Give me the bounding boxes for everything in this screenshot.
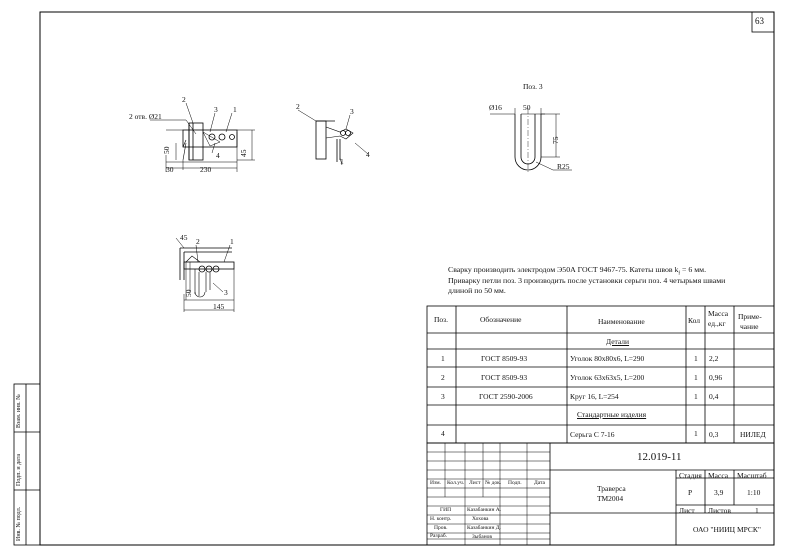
row4-qty: 1 [694, 429, 698, 438]
stamp-inv-orig: Инв. № подл. [16, 506, 22, 541]
row1-mass: 2,2 [709, 354, 719, 363]
note-line-1-subscript: f [678, 271, 681, 277]
row4-mass: 0,3 [709, 430, 719, 439]
mass-label: Масса [708, 471, 729, 480]
header-mass-2: ед.,кг [708, 319, 726, 328]
holes-label: 2 отв. Ø21 [129, 112, 162, 121]
sheets-label: Листов [708, 506, 731, 515]
rev-header-qty: Кол.уч. [447, 480, 465, 486]
view4-pos2: 2 [196, 237, 200, 246]
title-name-1: Траверса [597, 484, 626, 493]
view3-title: Поз. 3 [523, 82, 543, 91]
view1-pos4: 4 [216, 151, 220, 160]
row3-mass: 0,4 [709, 392, 719, 401]
sheets-value: 1 [755, 506, 759, 515]
view2-pos2: 2 [296, 102, 300, 111]
section-details: Детали [606, 337, 630, 346]
view3-dim-50: 50 [523, 103, 531, 112]
header-mass-1: Масса [708, 309, 729, 318]
view3-dim-75: 75 [551, 136, 560, 145]
scale-value: 1:10 [747, 488, 761, 497]
view1-pos3: 3 [214, 105, 218, 114]
scale-label: Масштаб [737, 471, 767, 480]
header-qty: Кол [688, 316, 701, 325]
note-line-2: Приварку петли поз. 3 производить после … [448, 276, 726, 285]
view2-pos1: 1 [340, 157, 344, 166]
header-note-2: чание [740, 322, 759, 331]
person-1: Казабанкин А. [467, 507, 502, 513]
rev-header-date: Дата [534, 480, 545, 486]
view1-dim-45: 45 [239, 149, 248, 158]
row1-pos: 1 [441, 354, 445, 363]
rev-header-sheet: Лист [469, 480, 481, 486]
person-3: Казабанкин Д. [467, 525, 501, 531]
stamp-inv-replace: Взам. инв. № [16, 394, 22, 428]
header-note-1: Приме- [738, 312, 762, 321]
row3-qty: 1 [694, 392, 698, 401]
view1-pos2: 2 [182, 95, 186, 104]
role-4: Разраб. [430, 533, 448, 539]
note-line-3: длиной по 50 мм. [448, 286, 506, 295]
row2-name: Уголок 63х63х5, L=200 [570, 373, 645, 382]
view1-pos1: 1 [233, 105, 237, 114]
row4-pos: 4 [441, 429, 445, 438]
view2-pos4: 4 [366, 150, 370, 159]
row4-name: Серьга С 7-16 [570, 430, 615, 439]
role-3: Пров. [434, 525, 448, 531]
mass-value: 3,9 [714, 488, 724, 497]
rev-header-change: Изм. [430, 480, 441, 486]
title-name-2: ТМ2004 [597, 494, 624, 503]
role-2: Н. контр. [430, 516, 452, 522]
view4-pos3: 3 [224, 288, 228, 297]
view2-pos3: 3 [350, 107, 354, 116]
row2-qty: 1 [694, 373, 698, 382]
view3-dia16: Ø16 [489, 103, 502, 112]
view1-dim-230: 230 [200, 165, 212, 174]
sheet-number: 63 [755, 16, 764, 26]
row2-mass: 0,96 [709, 373, 723, 382]
view4-pos1: 1 [230, 237, 234, 246]
row2-pos: 2 [441, 373, 445, 382]
view4-dim-45: 45 [180, 233, 188, 242]
person-2: Хохова [472, 516, 489, 522]
header-designation: Обозначение [480, 315, 522, 324]
sheet-label: Лист [679, 506, 695, 515]
person-4: Зыбанов [472, 534, 492, 540]
row1-qty: 1 [694, 354, 698, 363]
organization: ОАО "НИИЦ МРСК" [693, 525, 761, 534]
note-line-1-text: Сварку производить электродом Э50А ГОСТ … [448, 265, 679, 274]
header-name: Наименование [598, 317, 645, 326]
note-line-1: Сварку производить электродом Э50А ГОСТ … [448, 266, 706, 277]
view3-r25: R25 [557, 162, 570, 171]
row1-name: Уголок 80х80х6, L=290 [570, 354, 645, 363]
row4-note: НИЛЕД [740, 430, 766, 439]
stage-label: Стадия [679, 471, 702, 480]
row3-designation: ГОСТ 2590-2006 [479, 392, 533, 401]
rev-header-doc: № док. [485, 480, 502, 486]
section-standard: Стандартные изделия [577, 410, 647, 419]
view1-dim-30: 30 [166, 165, 174, 174]
rev-header-sign: Подп. [508, 480, 522, 486]
row1-designation: ГОСТ 8509-93 [481, 354, 528, 363]
view4-dim-145: 145 [213, 302, 225, 311]
note-line-1-end: = 6 мм. [680, 265, 707, 274]
row3-name: Круг 16, L=254 [570, 392, 619, 401]
doc-code: 12.019-11 [637, 451, 682, 463]
row2-designation: ГОСТ 8509-93 [481, 373, 528, 382]
view4-dim-50: 50 [184, 289, 193, 298]
header-pos: Поз. [434, 315, 449, 324]
view1-dim-50: 50 [162, 146, 171, 155]
role-1: ГИП [440, 507, 452, 513]
stamp-sign-date: Подп. и дата [16, 453, 22, 486]
row3-pos: 3 [441, 392, 445, 401]
stage-value: Р [688, 488, 693, 497]
